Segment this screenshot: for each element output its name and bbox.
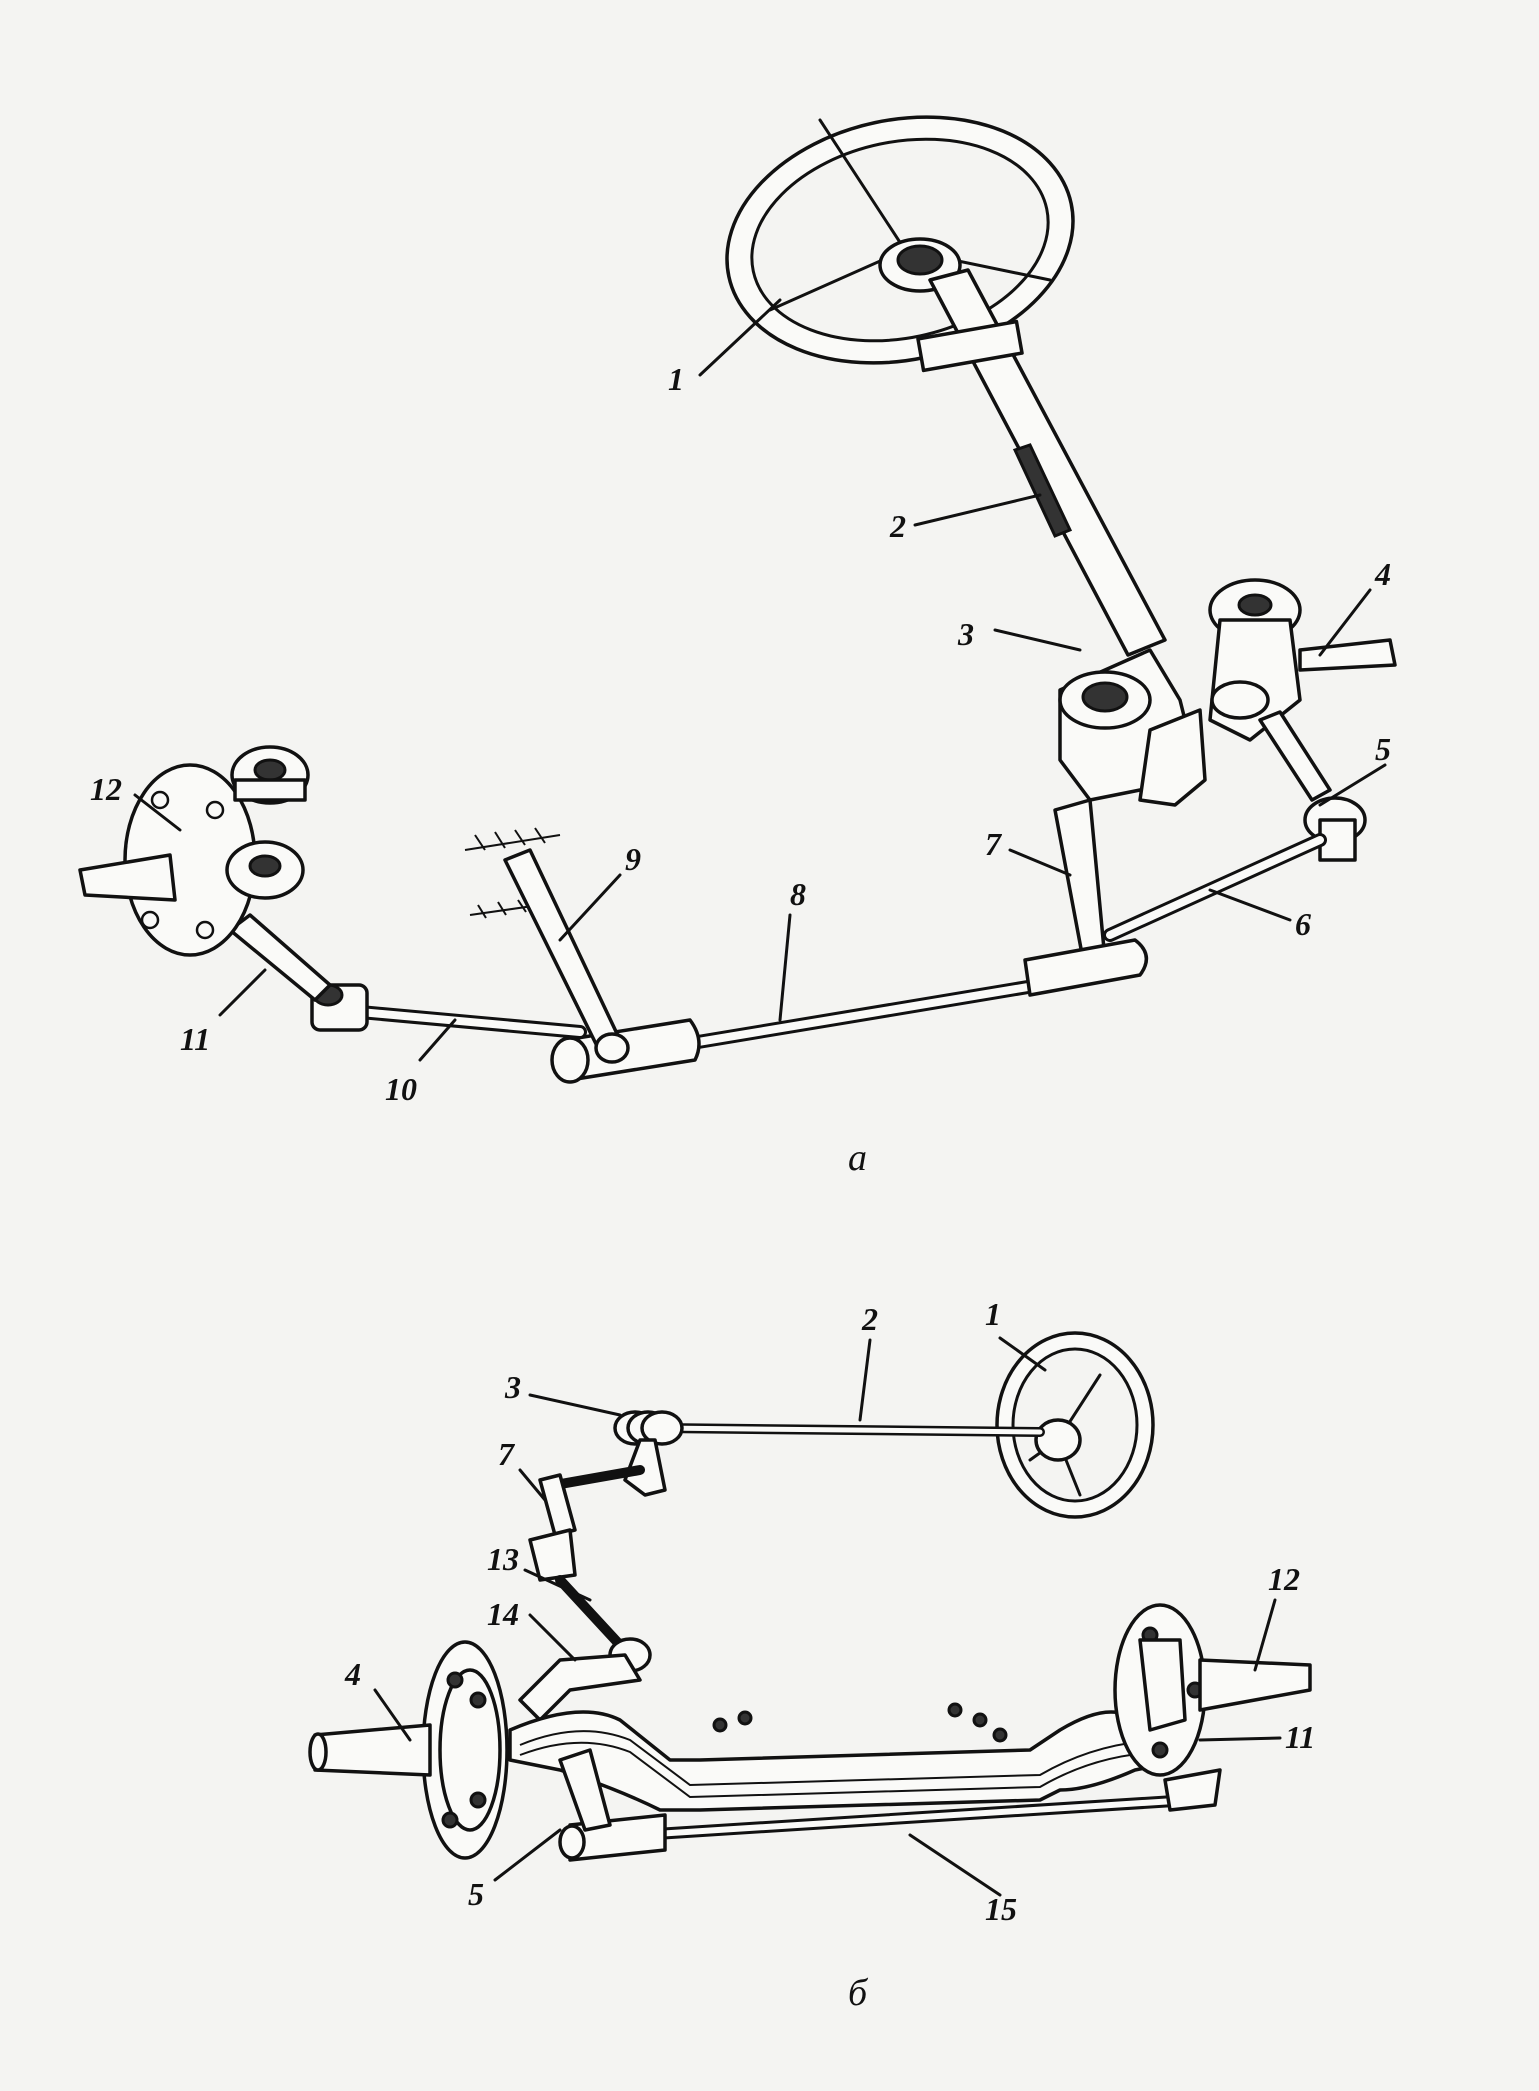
steering-arm-b [518,1653,642,1722]
idler-arm-a [464,827,630,1064]
pitman-linkage-b [528,1465,652,1673]
tie-rod-a [550,938,1149,1084]
label-a-1: 1 [668,361,684,397]
label-a-7: 7 [985,826,1003,862]
label-a-6: 6 [1295,906,1311,942]
pitman-arm-a [1053,798,1107,972]
label-a-8: 8 [790,876,806,912]
caption-b: б [848,1972,869,2014]
callouts-a: 1 2 3 4 5 6 7 8 9 10 11 12 [90,361,1391,1107]
figure-b: 1 2 3 7 13 14 4 5 15 11 12 б [308,1296,1315,2014]
label-b-15: 15 [985,1891,1017,1927]
label-b-14: 14 [487,1596,519,1632]
label-a-5: 5 [1375,731,1391,767]
figure-a: 1 2 3 4 5 6 7 8 9 10 11 12 a [78,115,1397,1179]
steering-gear-b [613,1410,684,1497]
left-hub-b [308,1640,509,1860]
label-a-4: 4 [1374,556,1391,592]
tie-rod-b [558,1748,1222,1862]
steering-gear-a [1058,648,1207,807]
callouts-b: 1 2 3 7 13 14 4 5 15 11 12 [344,1296,1315,1927]
label-b-5: 5 [468,1876,484,1912]
label-b-13: 13 [487,1541,519,1577]
label-b-4: 4 [344,1656,361,1692]
label-b-12: 12 [1268,1561,1300,1597]
steering-shaft-b [655,1423,1045,1437]
label-b-7: 7 [498,1436,516,1472]
label-b-3: 3 [504,1369,521,1405]
label-a-12: 12 [90,771,122,807]
right-knuckle-a [1208,578,1397,742]
steering-wheel-b [995,1331,1155,1519]
drag-link-a [1103,833,1327,942]
label-b-2: 2 [861,1301,878,1337]
caption-a: a [848,1137,867,1179]
label-b-11: 11 [1285,1719,1315,1755]
label-a-2: 2 [889,508,906,544]
label-a-3: 3 [957,616,974,652]
label-a-9: 9 [625,841,641,877]
label-b-1: 1 [985,1296,1001,1332]
steering-wheel-a [725,115,1075,365]
front-axle-b [508,1702,1187,1812]
right-hub-b [1113,1603,1312,1777]
leader-lines-a [133,298,1387,1062]
steering-shaft-a [916,268,1167,657]
leader-lines-b [373,1336,1282,1897]
side-link-a [310,983,587,1039]
label-a-10: 10 [385,1071,417,1107]
label-a-11: 11 [180,1021,210,1057]
